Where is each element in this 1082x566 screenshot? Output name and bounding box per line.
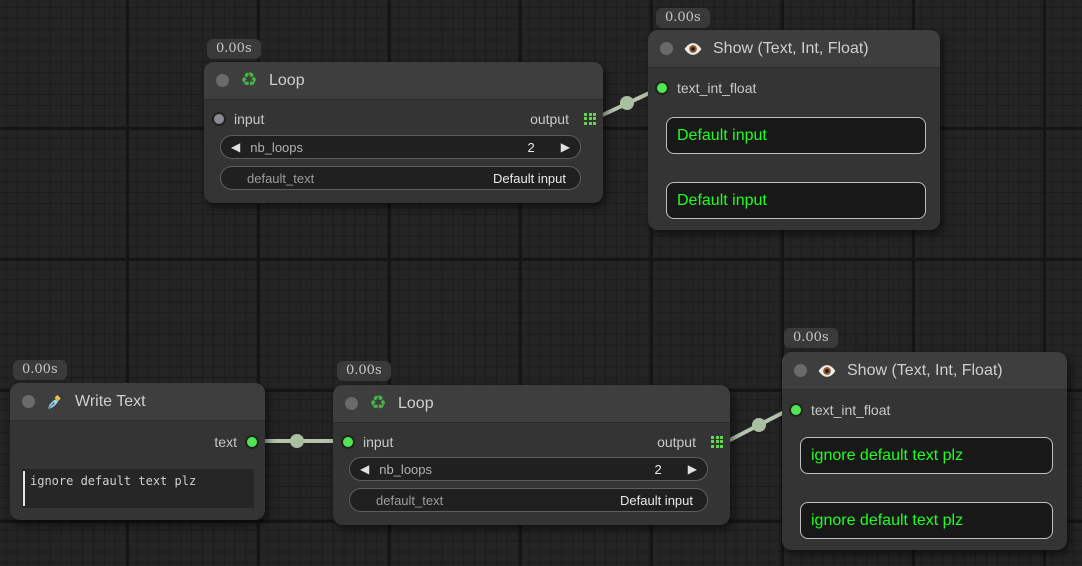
widget-label: default_text	[247, 170, 315, 186]
link-midpoint-dot[interactable]	[752, 418, 766, 432]
node-title: Loop	[269, 71, 305, 89]
node-loop-top[interactable]: ♻ Loop input output ◀ nb_loops 2 ▶ defau…	[204, 62, 603, 203]
show-text-box[interactable]: Default input	[666, 182, 926, 219]
link-midpoint-dot[interactable]	[290, 434, 304, 448]
slot-row: text_int_float	[648, 77, 940, 99]
widget-default-text[interactable]: default_text Default input	[349, 488, 708, 512]
exec-time-badge: 0.00s	[13, 360, 67, 380]
textarea-value: ignore default text plz	[30, 474, 197, 488]
slot-row: input output	[204, 108, 603, 130]
output-grid-icon[interactable]	[584, 112, 597, 126]
increment-arrow-icon[interactable]: ▶	[560, 140, 570, 154]
show-text-box[interactable]: ignore default text plz	[800, 437, 1053, 474]
show-text-value: Default input	[677, 191, 767, 209]
exec-time-badge: 0.00s	[337, 361, 391, 381]
eye-icon	[683, 39, 703, 59]
node-show-top[interactable]: Show (Text, Int, Float) text_int_float D…	[648, 30, 940, 230]
input-slot-dot[interactable]	[789, 403, 803, 417]
input-slot-label: input	[234, 111, 265, 127]
widget-default-text[interactable]: default_text Default input	[220, 166, 581, 190]
output-slot-label: output	[530, 111, 569, 127]
collapse-dot[interactable]	[345, 397, 358, 410]
node-title-bar[interactable]: Write Text	[10, 383, 265, 421]
widget-nb-loops[interactable]: ◀ nb_loops 2 ▶	[349, 457, 708, 481]
recycle-icon: ♻	[240, 70, 258, 91]
node-title: Show (Text, Int, Float)	[713, 39, 869, 57]
widget-label: nb_loops	[250, 139, 304, 155]
decrement-arrow-icon[interactable]: ◀	[231, 140, 241, 154]
show-text-value: ignore default text plz	[811, 446, 964, 464]
recycle-icon: ♻	[369, 393, 387, 414]
output-slot-label: output	[657, 434, 696, 450]
widget-label: nb_loops	[379, 461, 433, 477]
input-slot-dot[interactable]	[212, 112, 226, 126]
slot-row: text_int_float	[782, 399, 1067, 421]
exec-time-badge: 0.00s	[784, 328, 838, 348]
output-grid-icon[interactable]	[711, 435, 724, 449]
widget-nb-loops[interactable]: ◀ nb_loops 2 ▶	[220, 135, 581, 159]
collapse-dot[interactable]	[660, 42, 673, 55]
node-write-text[interactable]: Write Text text ignore default text plz	[10, 383, 265, 520]
increment-arrow-icon[interactable]: ▶	[687, 462, 697, 476]
show-text-value: Default input	[677, 126, 767, 144]
text-input-area[interactable]: ignore default text plz	[22, 469, 254, 508]
slot-row: input output	[333, 431, 730, 453]
pen-icon	[45, 392, 65, 412]
node-loop-bottom[interactable]: ♻ Loop input output ◀ nb_loops 2 ▶ defau…	[333, 385, 730, 525]
link-midpoint-dot[interactable]	[620, 96, 634, 110]
input-slot-dot[interactable]	[341, 435, 355, 449]
input-slot-label: text_int_float	[677, 80, 757, 96]
node-title: Loop	[398, 394, 434, 412]
collapse-dot[interactable]	[22, 395, 35, 408]
eye-icon	[817, 361, 837, 381]
node-title: Write Text	[75, 392, 146, 410]
node-title-bar[interactable]: ♻ Loop	[333, 385, 730, 423]
widget-value[interactable]: 2	[527, 139, 535, 155]
input-slot-label: text_int_float	[811, 402, 891, 418]
widget-value[interactable]: 2	[654, 461, 662, 477]
widget-label: default_text	[376, 492, 444, 508]
decrement-arrow-icon[interactable]: ◀	[360, 462, 370, 476]
input-slot-label: input	[363, 434, 394, 450]
show-text-box[interactable]: ignore default text plz	[800, 502, 1053, 539]
node-title-bar[interactable]: Show (Text, Int, Float)	[782, 352, 1067, 390]
exec-time-badge: 0.00s	[207, 39, 261, 59]
node-title: Show (Text, Int, Float)	[847, 361, 1003, 379]
collapse-dot[interactable]	[216, 74, 229, 87]
widget-value[interactable]: Default input	[493, 170, 566, 186]
widget-value[interactable]: Default input	[620, 492, 693, 508]
output-slot-dot[interactable]	[245, 435, 259, 449]
node-title-bar[interactable]: Show (Text, Int, Float)	[648, 30, 940, 68]
exec-time-badge: 0.00s	[656, 8, 710, 28]
show-text-box[interactable]: Default input	[666, 117, 926, 154]
node-title-bar[interactable]: ♻ Loop	[204, 62, 603, 100]
show-text-value: ignore default text plz	[811, 511, 964, 529]
collapse-dot[interactable]	[794, 364, 807, 377]
text-cursor	[23, 471, 25, 506]
output-slot-label: text	[214, 434, 237, 450]
input-slot-dot[interactable]	[655, 81, 669, 95]
node-show-bottom[interactable]: Show (Text, Int, Float) text_int_float i…	[782, 352, 1067, 550]
slot-row: text	[10, 431, 265, 453]
